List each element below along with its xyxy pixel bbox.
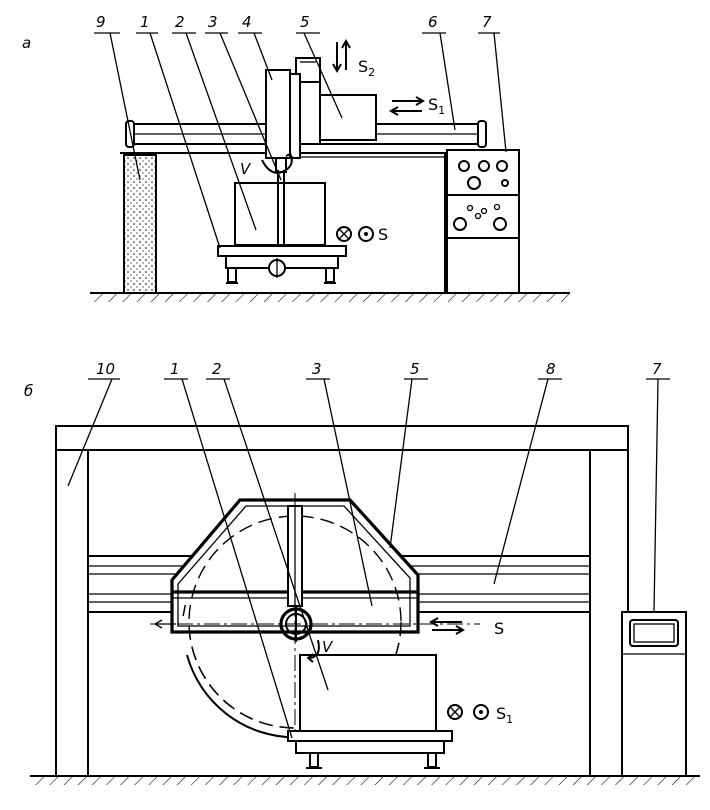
- cross-feed-symbol-a: [336, 226, 374, 242]
- workpiece-b: [299, 654, 437, 732]
- ground-a: [90, 292, 570, 302]
- cross-feed-label-a: S: [378, 225, 388, 244]
- feed-arrow-s2: [332, 38, 351, 74]
- feed-arrow-s1-a: [388, 96, 426, 116]
- callout-2-b: 2: [212, 360, 222, 378]
- cross-feed-symbol-b: [447, 704, 489, 720]
- feed-label-s-b: S: [494, 619, 504, 638]
- support-column-9: [123, 154, 157, 294]
- callout-2-a: 2: [175, 13, 185, 31]
- callout-9: 9: [96, 13, 106, 31]
- view-a: а: [22, 13, 570, 302]
- rotation-label-a: V: [240, 160, 252, 178]
- rotation-label-b: V: [322, 638, 334, 656]
- callout-6-a: 6: [428, 13, 438, 31]
- callout-1-b: 1: [170, 360, 180, 378]
- panel-mark: I: [182, 602, 187, 620]
- cross-feed-label-b: S1: [496, 704, 513, 726]
- ground-b: [30, 775, 700, 785]
- feed-arrow-s-b: [153, 617, 466, 635]
- table-1-a: [217, 245, 347, 284]
- callout-10: 10: [96, 360, 115, 378]
- callout-8: 8: [546, 360, 556, 378]
- callouts-b: 10 1 2 3 5 8 7: [67, 360, 670, 739]
- rotation-arrow-b: [307, 639, 320, 659]
- control-cabinet-7-b: [621, 611, 687, 777]
- workpiece-a: [234, 182, 326, 246]
- feed-label-s2: S2: [358, 57, 375, 79]
- callout-7-b: 7: [652, 360, 662, 378]
- callout-4-a: 4: [242, 13, 252, 31]
- callout-3-a: 3: [208, 13, 218, 31]
- control-cabinet-7-a: [446, 149, 520, 294]
- view-b-label: б: [24, 382, 33, 400]
- callout-5-a: 5: [300, 13, 310, 31]
- cutting-head-4: [265, 69, 301, 173]
- rotation-arrow-a: [261, 153, 293, 174]
- callout-3-b: 3: [312, 360, 322, 378]
- callout-1-a: 1: [140, 13, 150, 31]
- table-1-b: [287, 730, 453, 769]
- callout-7-a: 7: [482, 13, 492, 31]
- callouts-a: 9 1 2 3 4 5 6 7: [94, 13, 507, 249]
- callout-5-b: 5: [410, 360, 420, 378]
- view-a-label: а: [22, 34, 31, 52]
- feed-label-s1-a: S1: [428, 95, 445, 117]
- view-b: б: [24, 360, 700, 785]
